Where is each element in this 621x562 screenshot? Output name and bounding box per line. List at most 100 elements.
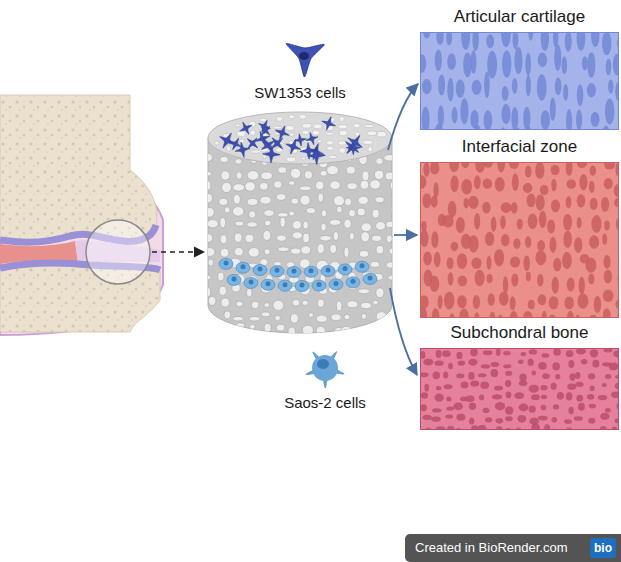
pore: [486, 274, 492, 283]
saos2-cell: [236, 262, 250, 273]
pore: [618, 238, 619, 247]
pore: [444, 384, 453, 389]
pore: [341, 326, 352, 335]
pore: [512, 78, 518, 94]
pore: [562, 56, 568, 74]
pore: [325, 132, 333, 135]
pore: [434, 252, 441, 267]
pore: [376, 222, 386, 231]
pore: [471, 425, 478, 430]
pore: [339, 116, 344, 121]
pore: [587, 52, 595, 78]
pore: [541, 405, 547, 410]
pore: [435, 394, 444, 402]
pore: [371, 324, 383, 334]
zone-panel: Articular cartilage: [420, 5, 619, 130]
pore: [260, 196, 272, 204]
pore: [566, 109, 572, 130]
pore: [618, 110, 619, 125]
pore: [218, 272, 224, 280]
pore: [575, 372, 580, 379]
pore: [432, 408, 441, 412]
saos2-cell: [363, 273, 377, 284]
pore: [575, 382, 583, 387]
saos2-cell: [261, 279, 275, 290]
pore: [479, 395, 484, 401]
pore: [457, 253, 467, 269]
pore: [290, 248, 301, 254]
pore: [550, 237, 557, 253]
pore: [505, 406, 513, 414]
pore: [386, 235, 392, 243]
pore: [485, 232, 494, 246]
pore: [566, 196, 572, 208]
sw1353-cell: [294, 134, 306, 146]
pore: [247, 198, 258, 205]
pore: [475, 163, 485, 173]
pore: [604, 270, 612, 284]
pore: [421, 175, 426, 189]
pore: [542, 311, 547, 318]
pore: [496, 349, 501, 356]
pore: [528, 213, 538, 229]
pore: [362, 171, 369, 181]
sw1353-cell: [247, 138, 257, 148]
zone-arrow: [388, 84, 418, 150]
pore: [235, 221, 244, 226]
cell-nucleus: [241, 264, 246, 269]
pore: [523, 183, 532, 193]
pore: [337, 206, 343, 213]
pore: [233, 316, 244, 321]
pore: [218, 324, 224, 330]
pore: [331, 314, 341, 321]
pore: [376, 245, 384, 253]
pore: [600, 426, 607, 430]
pore: [551, 200, 560, 213]
pore: [537, 240, 545, 251]
pore: [373, 300, 378, 305]
pore-texture: [421, 349, 619, 430]
pore: [276, 117, 282, 122]
pore: [591, 215, 601, 233]
cell-body: [253, 265, 267, 276]
pore: [588, 274, 594, 285]
pore: [278, 247, 289, 252]
pore: [329, 219, 340, 225]
pore: [496, 418, 504, 424]
pore: [531, 371, 536, 376]
pore: [251, 150, 261, 153]
pore: [302, 325, 313, 335]
pore: [550, 98, 556, 122]
pore: [576, 395, 583, 402]
pore: [205, 288, 211, 297]
pore: [260, 118, 267, 122]
pore: [604, 163, 615, 169]
pore: [318, 193, 323, 202]
pore: [435, 360, 444, 365]
pore: [358, 289, 370, 294]
cell-nucleus: [343, 266, 348, 271]
pore: [538, 362, 547, 370]
pore: [389, 327, 397, 335]
pore: [509, 163, 519, 169]
pore: [447, 78, 453, 101]
saos2-cell: [278, 280, 292, 291]
pore: [538, 52, 547, 67]
pore: [349, 209, 356, 216]
pore: [457, 295, 467, 308]
pore: [461, 179, 472, 194]
pore: [495, 402, 505, 410]
pore: [372, 209, 379, 218]
sw1353-cell: [263, 145, 281, 163]
pore: [615, 383, 619, 389]
pore: [205, 207, 214, 217]
pore: [589, 181, 595, 193]
pore: [503, 351, 510, 355]
pore: [321, 223, 326, 231]
pore: [613, 53, 619, 75]
pore: [505, 391, 511, 398]
pore: [249, 316, 260, 320]
cell-body: [244, 277, 258, 288]
pore: [519, 381, 528, 386]
